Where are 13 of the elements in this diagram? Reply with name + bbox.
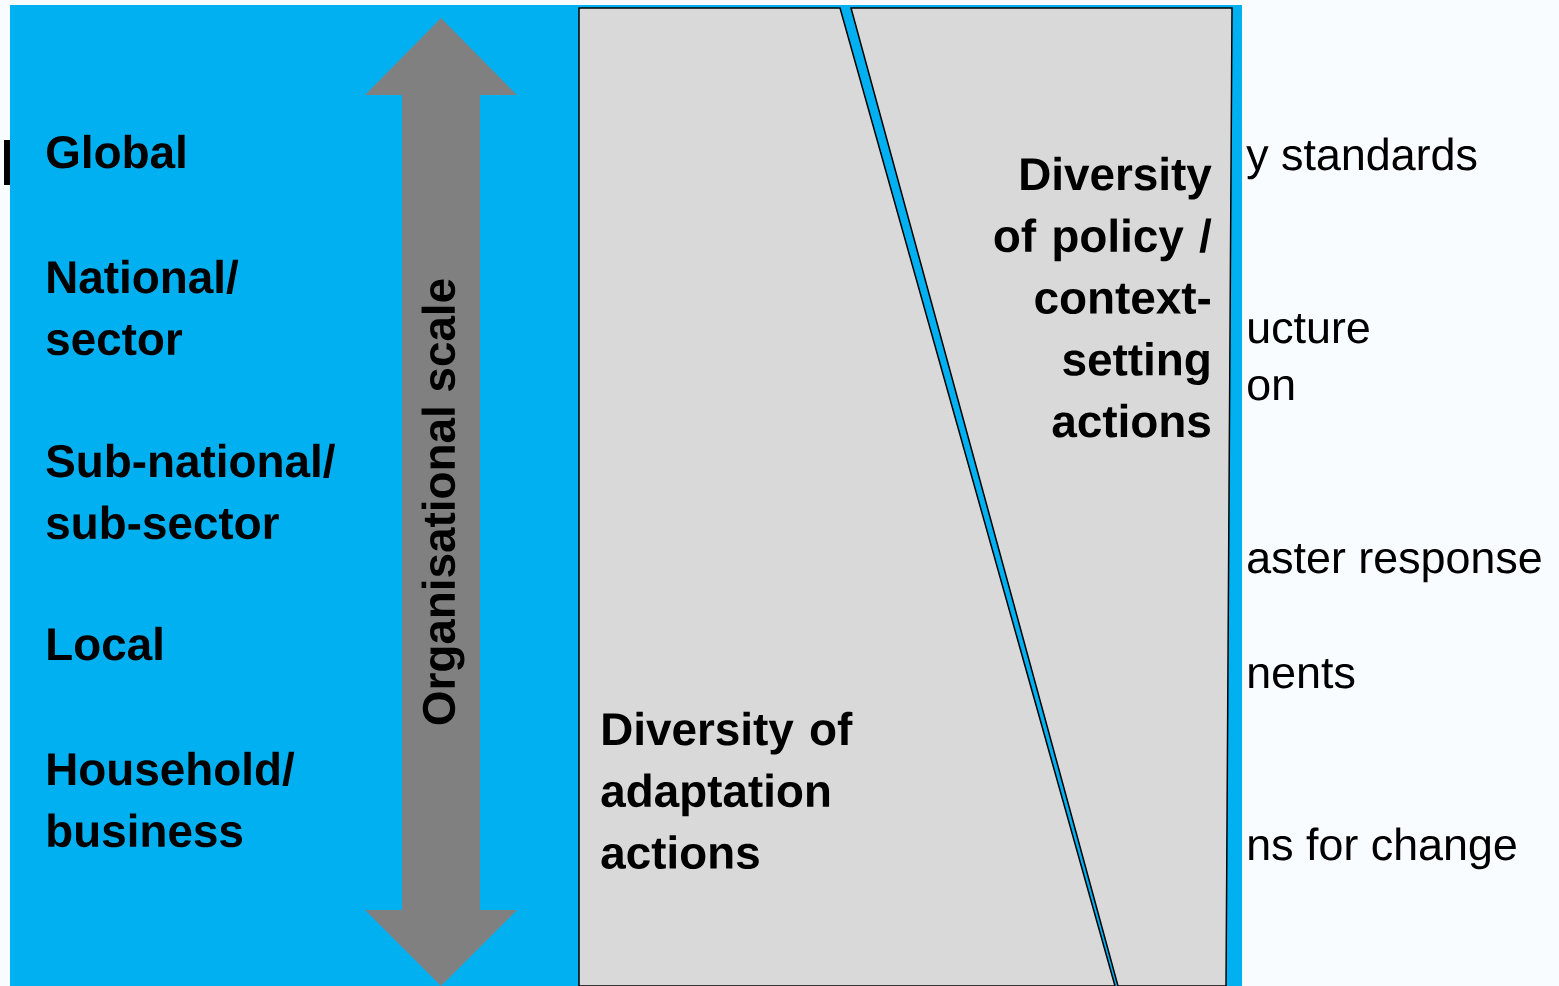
text-fragment: ns for change [1249, 827, 1516, 870]
scale-level-label: Local [48, 626, 162, 661]
scale-level-label: Global [47, 134, 185, 169]
text-fragment: y standards [1246, 137, 1477, 180]
text-fragment: on [1248, 375, 1294, 401]
axis-label: Organisational scale [421, 279, 465, 725]
text-fragment: ucture [1249, 314, 1369, 344]
text-fragment: nents [1249, 659, 1355, 689]
node-label: Diversity of adaptation actions [601, 711, 853, 869]
scale-level-label: Household/ business [48, 751, 295, 848]
text-fragment: aster response [1248, 544, 1541, 583]
scale-level-label: Sub-national/ sub-sector [46, 443, 335, 540]
scale-level-label: National/ sector [46, 259, 239, 356]
